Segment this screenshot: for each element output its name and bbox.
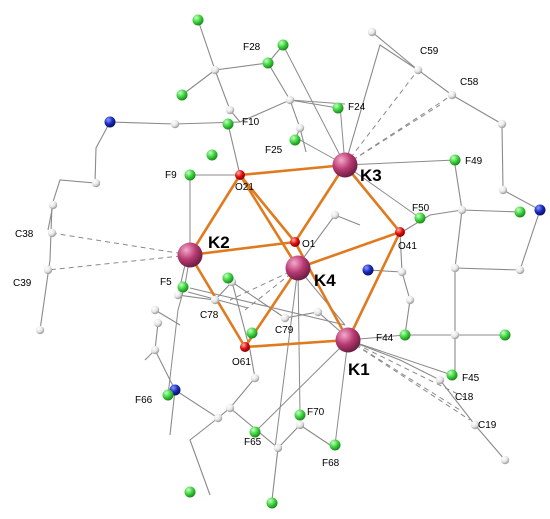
label-f5: F5 — [160, 277, 172, 288]
label-f68: F68 — [322, 458, 340, 469]
label-o21: O21 — [235, 182, 254, 193]
label-k3: K3 — [360, 166, 382, 185]
label-f44: F44 — [376, 333, 394, 344]
fluorine-atoms — [162, 14, 526, 509]
label-f10: F10 — [242, 117, 260, 128]
label-c79: C79 — [275, 325, 294, 336]
oxygen-atoms — [235, 170, 405, 352]
label-c58: C58 — [460, 77, 479, 88]
label-o61: O61 — [232, 357, 251, 368]
label-f66: F66 — [135, 395, 153, 406]
label-c39: C39 — [13, 278, 32, 289]
label-f9: F9 — [165, 170, 177, 181]
label-k4: K4 — [314, 271, 336, 290]
label-f49: F49 — [465, 156, 483, 167]
atom-labels: K1 K2 K3 K4 O1 O21 O41 O61 F5 F9 F10 F24… — [13, 42, 497, 469]
label-f65: F65 — [244, 437, 262, 448]
potassium-atoms — [177, 152, 361, 353]
label-c78: C78 — [200, 310, 219, 321]
label-c59: C59 — [420, 46, 439, 57]
label-k1: K1 — [348, 360, 370, 379]
label-c19: C19 — [478, 420, 497, 431]
dashed-contacts — [47, 69, 471, 421]
label-c38: C38 — [15, 229, 34, 240]
k4o4-core-bonds — [188, 163, 402, 349]
label-f28: F28 — [243, 42, 261, 53]
label-o1: O1 — [302, 239, 316, 250]
label-f45: F45 — [462, 373, 480, 384]
label-k2: K2 — [208, 233, 230, 252]
label-o41: O41 — [398, 241, 417, 252]
label-f70: F70 — [307, 407, 325, 418]
label-c18: C18 — [455, 392, 474, 403]
label-f25: F25 — [265, 145, 283, 156]
label-f50: F50 — [412, 203, 430, 214]
carbon-atoms — [35, 27, 525, 465]
label-f24: F24 — [348, 102, 366, 113]
k-coordination-bonds — [167, 44, 456, 449]
